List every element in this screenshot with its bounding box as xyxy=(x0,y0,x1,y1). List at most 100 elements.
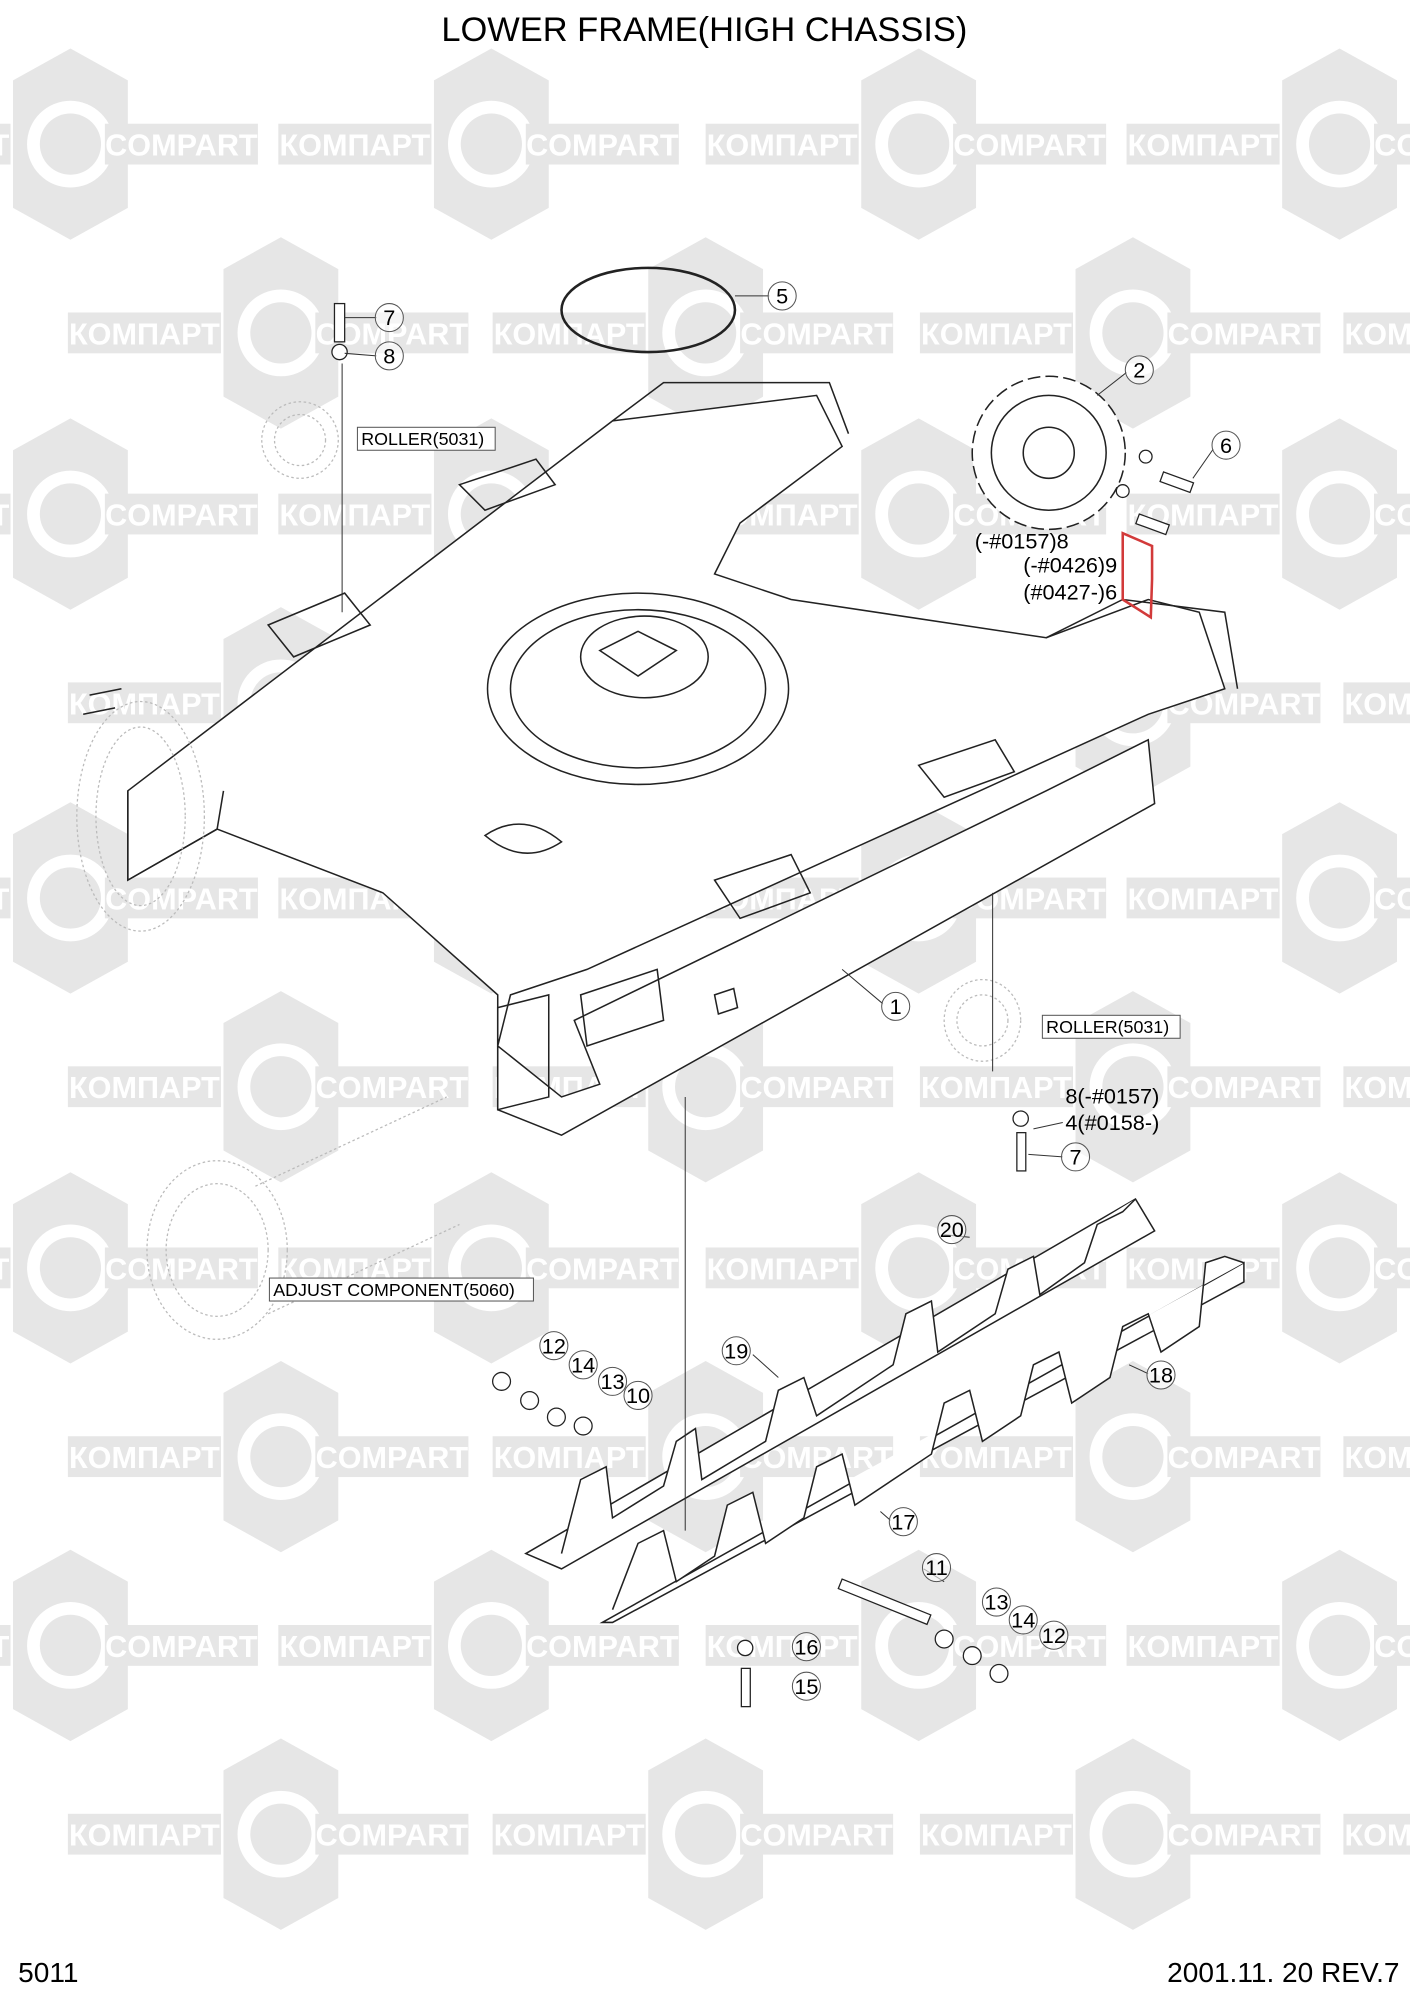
callout-number: 7 xyxy=(1070,1145,1082,1170)
callout-number: 17 xyxy=(891,1509,915,1534)
callout: 5 xyxy=(767,281,797,311)
callout: 18 xyxy=(1146,1360,1176,1390)
watermark-text-right: COMPART xyxy=(526,129,679,163)
watermark-text-right: COMPART xyxy=(740,1071,893,1105)
callout-number: 15 xyxy=(794,1674,818,1699)
watermark-text-right: COMPART xyxy=(1374,499,1410,533)
watermark-text-left: КОМПАРТ xyxy=(1345,1441,1410,1475)
watermark-text-left: КОМПАРТ xyxy=(0,882,10,916)
reference-text: ADJUST COMPONENT(5060) xyxy=(273,1280,515,1300)
reference-label[interactable]: ADJUST COMPONENT(5060) xyxy=(268,1277,534,1302)
callout: 16 xyxy=(791,1632,821,1662)
watermark-text-right: COMPART xyxy=(526,1252,679,1286)
roller-ghosts xyxy=(76,401,1022,1340)
serial-callout: (-#0426)9 xyxy=(1023,553,1117,578)
page-code: 5011 xyxy=(18,1957,78,1988)
callout: 1 xyxy=(881,991,911,1021)
watermark-text-right: COMPART xyxy=(953,129,1106,163)
watermark-text-right: COMPART xyxy=(740,317,893,351)
watermark-text-right: COMPART xyxy=(1168,1071,1321,1105)
serial-callout: (#0427-)6 xyxy=(1023,579,1117,604)
watermark-text-right: COMPART xyxy=(105,1630,258,1664)
callout-number: 19 xyxy=(724,1338,748,1363)
callout: 14 xyxy=(568,1350,598,1380)
watermark-logo: КОМПАРТ COMPART xyxy=(0,1549,258,1742)
watermark-text-left: КОМПАРТ xyxy=(69,1441,220,1475)
watermark-text-right: COMPART xyxy=(1168,1441,1321,1475)
serial-callouts: (-#0157)8(-#0426)9(#0427-)68(-#0157)4(#0… xyxy=(975,528,1160,1135)
serial-callout: (-#0157)8 xyxy=(975,528,1069,553)
watermark-text-left: КОМПАРТ xyxy=(1345,1071,1410,1105)
callout-number: 10 xyxy=(626,1383,650,1408)
watermark-text-left: КОМПАРТ xyxy=(69,1819,220,1853)
watermark-text-right: COMPART xyxy=(316,1441,469,1475)
callout: 7 xyxy=(374,303,404,333)
callout-number: 8 xyxy=(383,344,395,369)
callout-number: 16 xyxy=(794,1634,818,1659)
callout-number: 7 xyxy=(383,305,395,330)
watermark-text-right: COMPART xyxy=(526,1630,679,1664)
watermark-text-right: COMPART xyxy=(316,1819,469,1853)
watermark-text-left: КОМПАРТ xyxy=(279,1630,430,1664)
watermark-text-left: КОМПАРТ xyxy=(1128,1630,1279,1664)
watermark-text-left: КОМПАРТ xyxy=(494,317,645,351)
callout-number: 18 xyxy=(1149,1363,1173,1388)
callout: 11 xyxy=(921,1553,952,1583)
watermark-text-left: КОМПАРТ xyxy=(707,1630,858,1664)
watermark-text-left: КОМПАРТ xyxy=(707,129,858,163)
watermark-logo: КОМПАРТ COMPART xyxy=(0,48,258,240)
reference-label[interactable]: ROLLER(5031) xyxy=(1041,1014,1181,1039)
callout-number: 13 xyxy=(984,1590,1008,1615)
callout-number: 12 xyxy=(1042,1623,1066,1648)
watermark-logo: КОМПАРТ COMPART xyxy=(278,1549,679,1742)
callout: 6 xyxy=(1211,430,1241,460)
callout: 10 xyxy=(623,1380,653,1410)
callout: 20 xyxy=(937,1215,967,1245)
callout-number: 13 xyxy=(600,1369,624,1394)
reference-label[interactable]: ROLLER(5031) xyxy=(356,426,496,451)
watermark-logo: КОМПАРТ COMPART xyxy=(492,237,893,429)
callout: 19 xyxy=(721,1336,751,1366)
watermark-text-left: КОМПАРТ xyxy=(69,1071,220,1105)
watermark-text-left: КОМПАРТ xyxy=(0,1630,10,1664)
watermark-text-left: КОМПАРТ xyxy=(279,129,430,163)
watermark-text-right: COMPART xyxy=(740,1819,893,1853)
watermark-text-left: КОМПАРТ xyxy=(707,1252,858,1286)
watermark-text-right: COMPART xyxy=(1374,129,1410,163)
reference-labels: ROLLER(5031) ROLLER(5031) ADJUST COMPONENT… xyxy=(268,426,1181,1302)
callout: 13 xyxy=(597,1366,628,1396)
watermark-text-left: КОМПАРТ xyxy=(0,129,10,163)
callout: 12 xyxy=(539,1331,569,1361)
watermark-text-right: COMPART xyxy=(105,1252,258,1286)
watermark-text-left: КОМПАРТ xyxy=(494,1819,645,1853)
callout-number: 20 xyxy=(940,1217,964,1242)
callout: 2 xyxy=(1124,355,1154,385)
lower-frame-drawing xyxy=(83,381,1239,1137)
watermark-text-left: КОМПАРТ xyxy=(279,499,430,533)
o-ring-part xyxy=(560,266,737,354)
watermark-logo: КОМПАРТ COMPART xyxy=(67,1360,469,1553)
highlight-hexagon xyxy=(1121,531,1154,620)
serial-callout: 8(-#0157) xyxy=(1065,1083,1159,1108)
sprocket-part xyxy=(971,375,1127,531)
callout-number: 5 xyxy=(776,284,788,309)
watermark-text-right: COMPART xyxy=(105,129,258,163)
